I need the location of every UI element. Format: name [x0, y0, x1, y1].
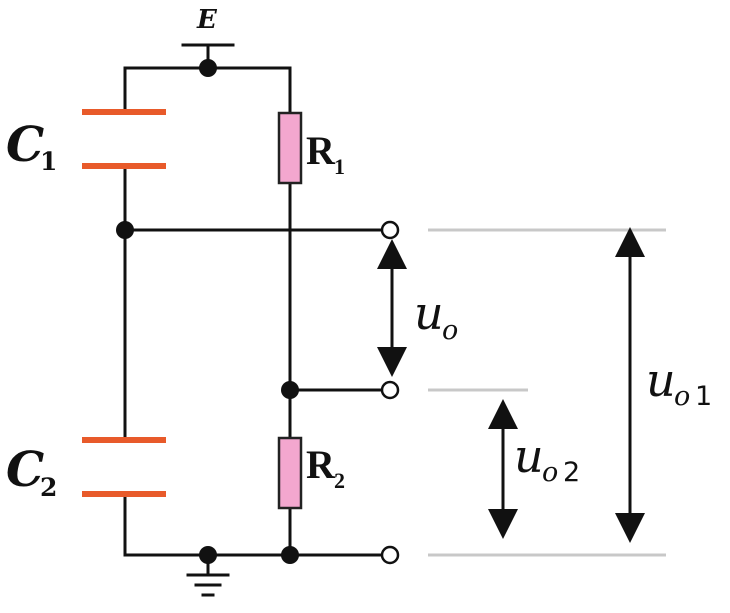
c1-label-sub: 1 [40, 147, 57, 176]
node-bottom-ground [199, 546, 217, 564]
c1-label-main: C [6, 117, 44, 173]
node-right-middle [281, 381, 299, 399]
r1-label-sub: 1 [334, 154, 345, 179]
source-label: E [196, 5, 218, 35]
source-e: E [183, 5, 233, 68]
terminal-upper [382, 222, 398, 238]
voltage-arrows [392, 242, 630, 528]
node-bottom-right [281, 546, 299, 564]
uo1-label-sub-letter: o [674, 381, 690, 412]
capacitor-c1: C 1 [6, 112, 166, 176]
node-left-upper [116, 221, 134, 239]
r2-body [279, 438, 301, 508]
c2-label-main: C [6, 442, 44, 498]
r2-label-main: R [306, 442, 336, 487]
uo1-label-sub-number: 1 [695, 381, 712, 412]
r1-body [279, 113, 301, 183]
uo-label-main: u [414, 286, 444, 340]
resistor-r1: R 1 [279, 113, 345, 183]
capacitor-c2: C 2 [6, 440, 166, 502]
resistor-r2: R 2 [279, 438, 345, 508]
uo2-label-main: u [514, 429, 544, 483]
label-uo: u o [414, 286, 458, 346]
label-uo2: u o 2 [514, 429, 580, 488]
r1-label-main: R [306, 128, 336, 173]
terminal-lower [382, 547, 398, 563]
main-wires [125, 68, 390, 555]
output-terminals [382, 222, 398, 563]
uo-label-sub: o [442, 315, 458, 346]
label-uo1: u o 1 [646, 353, 712, 412]
uo1-label-main: u [646, 353, 676, 407]
uo2-label-sub-letter: o [542, 457, 558, 488]
r2-label-sub: 2 [334, 468, 345, 493]
terminal-middle [382, 382, 398, 398]
c2-label-sub: 2 [40, 473, 57, 502]
uo2-label-sub-number: 2 [563, 457, 580, 488]
node-top [199, 59, 217, 77]
junction-nodes [116, 59, 299, 564]
